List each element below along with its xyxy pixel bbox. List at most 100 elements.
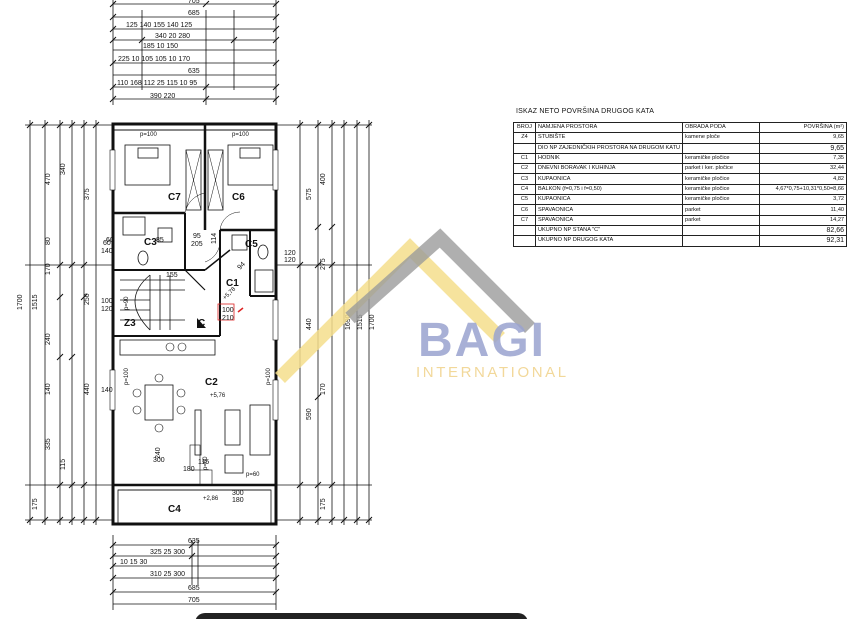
header-name: NAMJENA PROSTORA [534,121,684,134]
room-label-z3: Z3 [124,318,136,329]
dim-left-335: 335 [45,438,52,450]
table-header-row: BROJ NAMJENA PROSTORA OBRADA PODA POVRŠI… [513,121,848,134]
room-label-c4: C4 [168,504,181,515]
cell-name: DNEVNI BORAVAK I KUHINJA [534,163,684,175]
logo-brand-text: BAGI [418,314,546,367]
room-label-c1: C1 [226,278,239,289]
dim-inner-16: 300 [232,490,244,497]
room-label-c5: C5 [245,239,258,250]
cell-no: C3 [513,173,536,185]
cell-area: 92,31 [759,235,848,247]
cell-name: HODNIK [534,152,684,165]
header-floor: OBRADA PODA [682,121,761,134]
dim-inner-7: 205 [191,241,203,248]
cell-name: BALKON (f=0,75 i f=0,50) [534,183,684,196]
level-main: +5,76 [210,393,226,399]
cell-floor: keramičke pločice [682,194,761,206]
cell-name: KUPAONICA [534,194,684,206]
dim-right-590: 590 [306,408,313,420]
cell-name: UKUPNO NP STANA "C" [534,224,684,237]
note-p100-c6: p=100 [232,132,250,138]
dim-left-340: 340 [60,163,67,175]
dim-left-440: 440 [84,383,91,395]
cell-area: 32,44 [759,163,848,175]
cell-area: 9,65 [759,142,848,154]
dim-left-80: 80 [45,237,52,245]
dim-bottom-5: 685 [188,585,200,592]
dim-inner-17: 180 [232,497,244,504]
cell-no: C4 [513,183,536,196]
room-marker-c: C [198,318,205,329]
dim-inner-8: 85 [156,237,164,244]
room-label-c3: C3 [144,237,157,248]
cell-floor: kamene ploče [682,132,761,144]
table-title: ISKAZ NETO POVRŠINA DRUGOG KATA [516,108,655,115]
room-label-c7: C7 [168,192,181,203]
cell-name: DIO NP ZAJEDNIČKIH PROSTORA NA DRUGOM KA… [534,142,684,154]
dim-left-175: 175 [32,498,39,510]
dim-bottom-2: 325 25 300 [150,549,185,556]
cell-name: KUPAONICA [534,173,684,185]
cell-name: UKUPNO NP DRUGOG KATA [534,235,684,247]
dim-inner-14: 300 [153,457,165,464]
cell-floor: parket [682,204,761,216]
cell-no [513,235,536,247]
dim-right-1515: 1515 [357,314,364,330]
dim-inner-18: 114 [211,233,218,244]
dim-top-2: 685 [188,10,200,17]
dim-right-275: 275 [320,258,327,270]
bottom-toolbar-edge [195,613,528,619]
dim-left-60: 60 [106,237,114,244]
dim-right-1690: 1690 [345,314,352,330]
level-balcony: +2,86 [203,496,219,502]
note-p100-left: p=100 [124,367,130,385]
header-no: BROJ [513,121,536,134]
bagi-logo [275,228,535,383]
dim-inner-6: 95 [193,233,201,240]
dim-right-400: 400 [320,173,327,185]
dim-inner-5: 120 [101,306,113,313]
header-area: POVRŠINA (m²) [759,121,848,134]
cell-no [513,224,536,237]
dim-inner-12: 115 [198,459,209,466]
dim-inner-4: 100 [101,298,113,305]
cell-area: 11,40 [759,204,848,216]
cell-floor: parket i ker. pločice [682,163,761,175]
cell-name: STUBIŠTE [534,132,684,144]
cell-no: C6 [513,204,536,216]
dim-right-440: 440 [306,318,313,330]
dim-bottom-3: 10 15 30 [120,559,147,566]
logo-subtitle-text: INTERNATIONAL [416,364,569,381]
dim-left-1700: 1700 [17,294,24,310]
note-p60-door: p=60 [203,456,209,470]
dim-inner-9: 140 [101,387,113,394]
dim-left-1515: 1515 [32,294,39,310]
cell-floor [682,224,761,237]
dim-left-250: 250 [84,293,91,305]
dim-top-1: 705 [188,0,200,5]
dim-top-4: 340 20 280 [155,33,190,40]
note-p100-right: p=100 [266,367,272,385]
cell-name: SPAVAONICA [534,204,684,216]
cell-area: 4,82 [759,173,848,185]
area-table: BROJ NAMJENA PROSTORA OBRADA PODA POVRŠI… [513,121,848,247]
cell-no: C2 [513,163,536,175]
dim-left-375: 375 [84,188,91,200]
dim-inner-19: 94 [236,261,247,272]
dim-bottom-6: 705 [188,597,200,604]
dim-left-140: 140 [45,383,52,395]
dim-right-170: 170 [320,383,327,395]
room-label-c6: C6 [232,192,245,203]
cell-no [513,142,536,154]
dim-top-6: 225 10 105 105 10 170 [118,56,190,63]
cell-floor: keramičke pločice [682,173,761,185]
cell-area: 3,72 [759,194,848,206]
cell-area: 14,27 [759,214,848,226]
